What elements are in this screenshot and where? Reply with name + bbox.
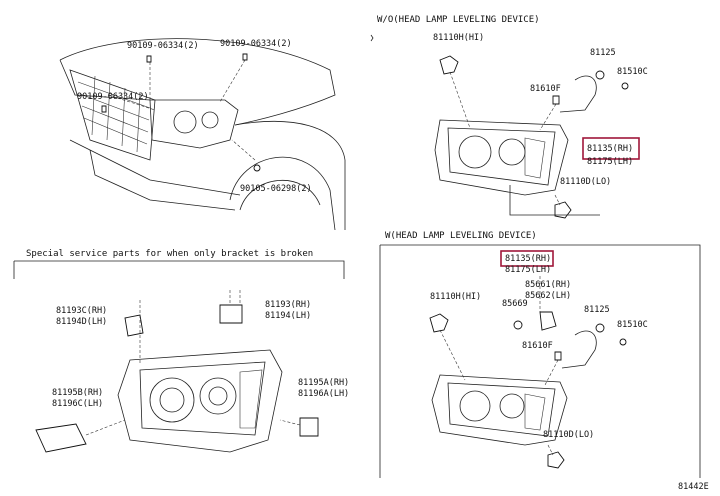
label-81193c: 81193C(RH) (56, 306, 107, 316)
label-90109-06334-a: 90109-06334(2) (127, 41, 199, 51)
label-85662: 85662(LH) (525, 291, 571, 301)
vehicle-front-illustration (59, 38, 346, 231)
header-without-leveling: W/O(HEAD LAMP LEVELING DEVICE) (377, 15, 540, 25)
label-81110h-bottom: 81110H(HI) (430, 292, 481, 302)
bracket-with-leveling (379, 244, 701, 478)
label-81194: 81194(LH) (265, 311, 311, 321)
label-81110d-bottom: 81110D(LO) (543, 430, 594, 440)
label-81193: 81193(RH) (265, 300, 311, 310)
label-81125-top: 81125 (590, 48, 616, 58)
assembly-with-leveling (429, 276, 627, 469)
label-81196c: 81196C(LH) (52, 399, 103, 409)
label-81195b: 81195B(RH) (52, 388, 103, 398)
figure-code: 81442E (678, 482, 709, 492)
label-81175-bottom: 81175(LH) (505, 265, 551, 275)
label-81510c-top: 81510C (617, 67, 648, 77)
label-81110d-top: 81110D(LO) (560, 177, 611, 187)
highlight-81135-top (582, 137, 640, 160)
assembly-special-service (35, 290, 319, 453)
highlight-81135-bottom (500, 250, 554, 267)
label-81610f-bottom: 81610F (522, 341, 553, 351)
label-81125-bottom: 81125 (584, 305, 610, 315)
header-with-leveling: W(HEAD LAMP LEVELING DEVICE) (385, 231, 537, 241)
label-90105-06298: 90105-06298(2) (240, 184, 312, 194)
label-81110h-top: 81110H(HI) (433, 33, 484, 43)
label-81135-bottom: 81135(RH) (505, 254, 551, 264)
special-service-note: Special service parts for when only brac… (26, 249, 313, 259)
label-90109-06334-b: 90109-06334(2) (220, 39, 292, 49)
label-81610f-top: 81610F (530, 84, 561, 94)
label-81194d: 81194D(LH) (56, 317, 107, 327)
label-81510c-bottom: 81510C (617, 320, 648, 330)
bracket-special-service (13, 260, 345, 279)
label-90109-06334-c: 90109-06334(2) (77, 92, 149, 102)
label-85661: 85661(RH) (525, 280, 571, 290)
label-81135-top: 81135(RH) (587, 144, 633, 154)
label-81195a: 81195A(RH) (298, 378, 349, 388)
label-85669: 85669 (502, 299, 528, 309)
label-81175-top: 81175(LH) (587, 157, 633, 167)
assembly-without-leveling (370, 34, 629, 219)
label-81196a: 81196A(LH) (298, 389, 349, 399)
